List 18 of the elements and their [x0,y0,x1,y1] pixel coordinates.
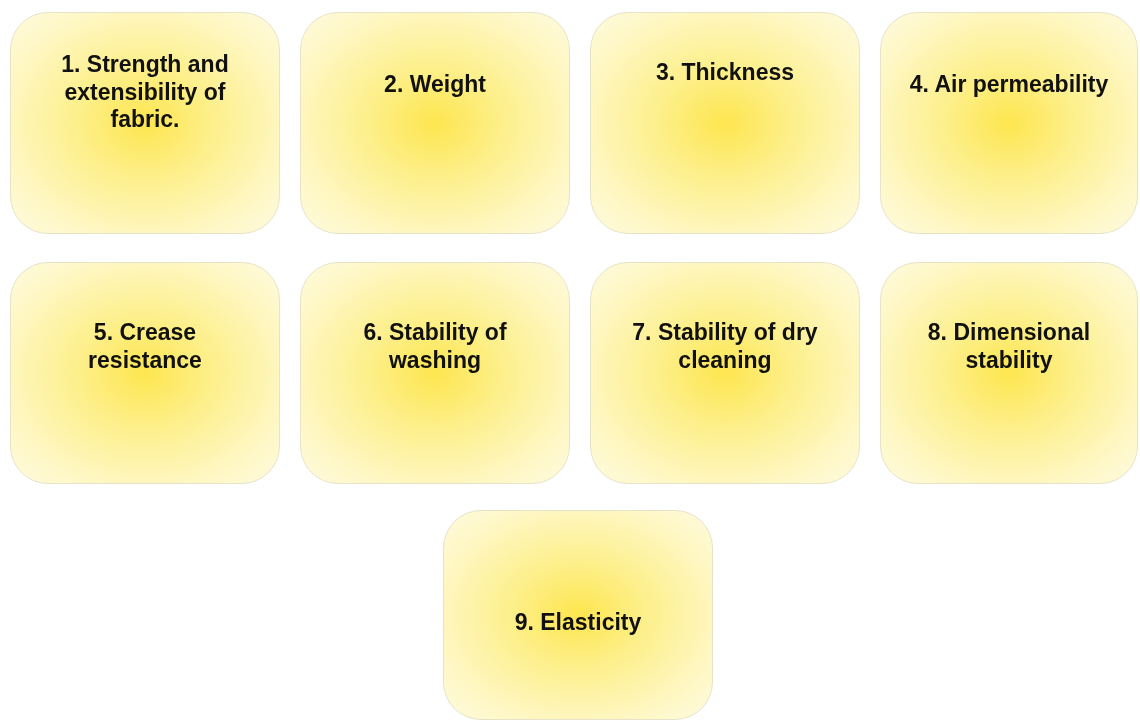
rounded-box [443,510,713,720]
rounded-box [300,262,570,484]
box-label: 5. Crease resistance [87,319,203,375]
box-label: 2. Weight [383,71,487,99]
rounded-box [590,262,860,484]
box-label: 3. Thickness [654,59,796,87]
rounded-box [880,262,1138,484]
rounded-box [880,12,1138,234]
box-label: 7. Stability of dry cleaning [631,319,819,375]
rounded-box [10,262,280,484]
rounded-box [590,12,860,234]
rounded-box [10,12,280,234]
box-label: 1. Strength and extensibility of fabric. [60,51,230,134]
box-label: 4. Air permeability [908,71,1110,99]
box-label: 8. Dimensional stability [926,319,1092,375]
box-label: 9. Elasticity [513,609,643,637]
rounded-box [300,12,570,234]
box-label: 6. Stability of washing [362,319,508,375]
